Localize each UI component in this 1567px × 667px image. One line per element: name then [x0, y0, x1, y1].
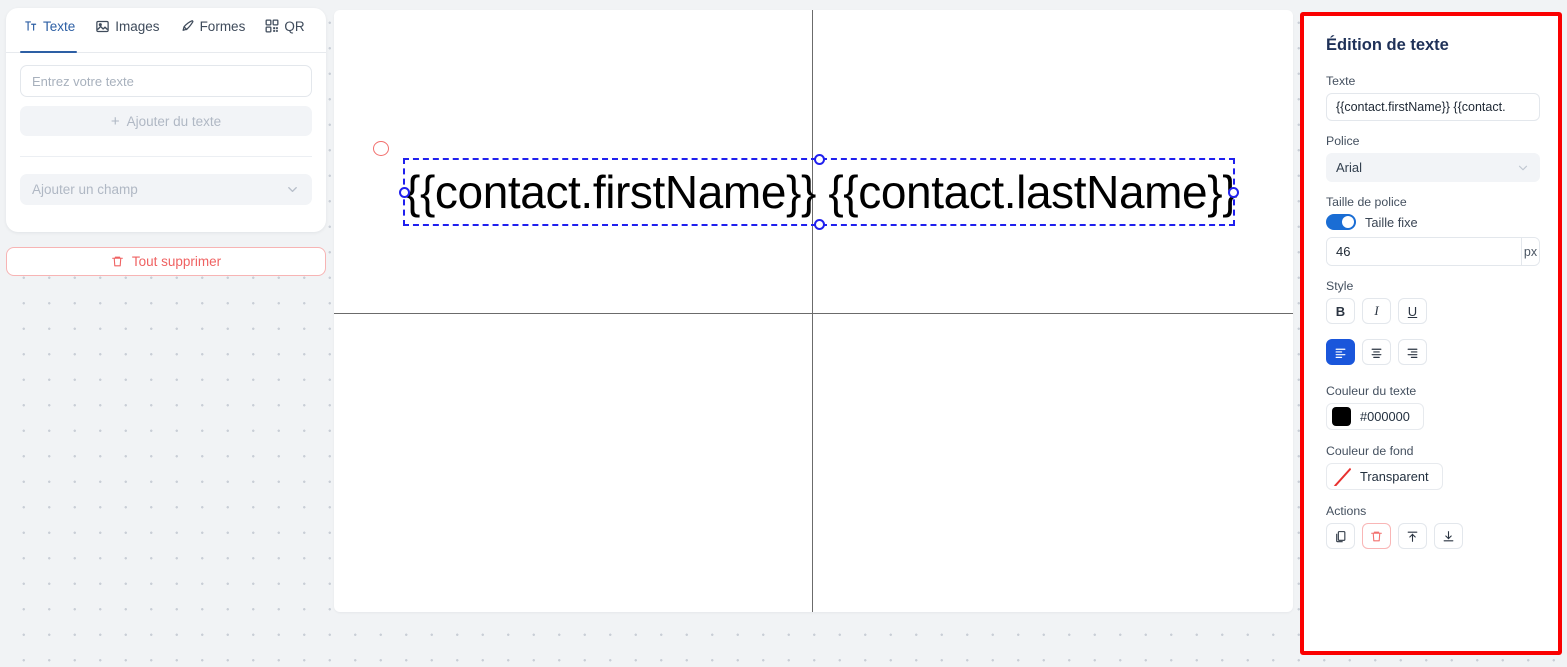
background-color-label: Couleur de fond [1326, 444, 1414, 458]
resize-handle-top[interactable] [813, 154, 825, 165]
add-field-label: Ajouter un champ [32, 182, 138, 197]
duplicate-icon [1334, 530, 1347, 543]
add-text-button-label: Ajouter du texte [126, 113, 222, 129]
delete-object-button[interactable] [1362, 523, 1391, 549]
background-color-group: Couleur de fond Transparent [1326, 444, 1536, 491]
canvas-horizontal-guide [334, 313, 1293, 315]
tab-texte-label: Texte [43, 18, 76, 34]
tab-formes[interactable]: Formes [172, 8, 258, 52]
action-buttons [1326, 523, 1536, 549]
toggle-knob [1342, 216, 1354, 228]
transparent-swatch-icon [1332, 467, 1351, 486]
align-right-icon [1406, 346, 1419, 359]
plus-icon: + [110, 112, 120, 130]
font-size-label: Taille de police [1326, 195, 1407, 209]
bring-to-front-button[interactable] [1398, 523, 1427, 549]
tab-texte[interactable]: Texte [16, 8, 87, 53]
canvas-vertical-guide [812, 10, 814, 612]
text-field-label: Texte [1326, 74, 1356, 88]
bring-front-icon [1406, 530, 1419, 543]
panel-title: Édition de texte [1326, 36, 1449, 54]
chevron-down-icon [285, 182, 300, 197]
text-color-swatch [1332, 407, 1351, 426]
text-tool-body: + Ajouter du texte [6, 53, 326, 136]
font-size-field: px [1326, 237, 1540, 266]
canvas-text-object-selected[interactable]: {{contact.firstName}} {{contact.lastName… [399, 154, 1239, 230]
qrcode-icon [265, 19, 279, 33]
text-color-value: #000000 [1360, 409, 1410, 424]
tool-tabs: Texte Images Formes [6, 8, 326, 53]
align-right-button[interactable] [1398, 339, 1427, 365]
chevron-down-icon [1516, 161, 1530, 175]
panel-divider [20, 156, 312, 157]
text-value-input[interactable]: {{contact.firstName}} {{contact. [1326, 93, 1540, 121]
canvas-text-content: {{contact.firstName}} {{contact.lastName… [405, 166, 1238, 218]
background-color-value: Transparent [1360, 469, 1429, 484]
delete-all-button[interactable]: Tout supprimer [6, 247, 326, 276]
tab-qr[interactable]: QR [257, 8, 316, 52]
style-group: Style B I U [1326, 279, 1536, 324]
text-icon [24, 19, 38, 33]
text-color-group: Couleur du texte #000000 [1326, 384, 1536, 431]
align-left-button[interactable] [1326, 339, 1355, 365]
align-center-button[interactable] [1362, 339, 1391, 365]
add-field-select[interactable]: Ajouter un champ [20, 174, 312, 205]
tab-formes-label: Formes [199, 18, 246, 34]
trash-icon [111, 255, 124, 268]
text-input[interactable] [20, 65, 312, 97]
tab-images-label: Images [115, 18, 160, 34]
text-field-group: Texte {{contact.firstName}} {{contact. [1326, 74, 1540, 121]
image-icon [95, 19, 110, 34]
fixed-size-toggle[interactable] [1326, 214, 1356, 230]
tab-images[interactable]: Images [87, 8, 171, 52]
delete-all-button-label: Tout supprimer [131, 254, 222, 269]
font-label: Police [1326, 134, 1360, 148]
duplicate-button[interactable] [1326, 523, 1355, 549]
bold-button[interactable]: B [1326, 298, 1355, 324]
font-select-value: Arial [1336, 160, 1363, 175]
actions-group: Actions [1326, 504, 1536, 549]
fixed-size-toggle-label: Taille fixe [1365, 214, 1418, 230]
underline-button[interactable]: U [1398, 298, 1427, 324]
text-color-picker[interactable]: #000000 [1326, 403, 1424, 430]
align-left-icon [1334, 346, 1347, 359]
italic-button[interactable]: I [1362, 298, 1391, 324]
canvas-shape-circle[interactable] [373, 141, 389, 156]
font-select[interactable]: Arial [1326, 153, 1540, 182]
left-tools-panel: Texte Images Formes [6, 8, 326, 232]
text-color-label: Couleur du texte [1326, 384, 1417, 398]
brush-icon [180, 19, 195, 34]
trash-icon [1370, 530, 1383, 543]
text-edition-panel: Édition de texte Texte {{contact.firstNa… [1300, 12, 1562, 655]
align-center-icon [1370, 346, 1383, 359]
actions-label: Actions [1326, 504, 1367, 518]
resize-handle-bottom[interactable] [813, 219, 825, 230]
font-size-group: Taille de police Taille fixe px [1326, 195, 1540, 266]
fixed-size-toggle-row: Taille fixe [1326, 214, 1536, 230]
font-size-unit: px [1521, 238, 1539, 265]
design-canvas[interactable]: {{contact.firstName}} {{contact.lastName… [334, 10, 1293, 612]
align-buttons [1326, 339, 1536, 365]
resize-handle-left[interactable] [399, 186, 410, 198]
send-back-icon [1442, 530, 1455, 543]
style-label: Style [1326, 279, 1354, 293]
resize-handle-right[interactable] [1228, 186, 1239, 198]
background-color-picker[interactable]: Transparent [1326, 463, 1443, 490]
font-size-input[interactable] [1327, 238, 1521, 265]
style-buttons: B I U [1326, 298, 1536, 324]
tab-qr-label: QR [284, 18, 305, 34]
send-to-back-button[interactable] [1434, 523, 1463, 549]
font-group: Police Arial [1326, 134, 1540, 182]
add-text-button[interactable]: + Ajouter du texte [20, 106, 312, 136]
